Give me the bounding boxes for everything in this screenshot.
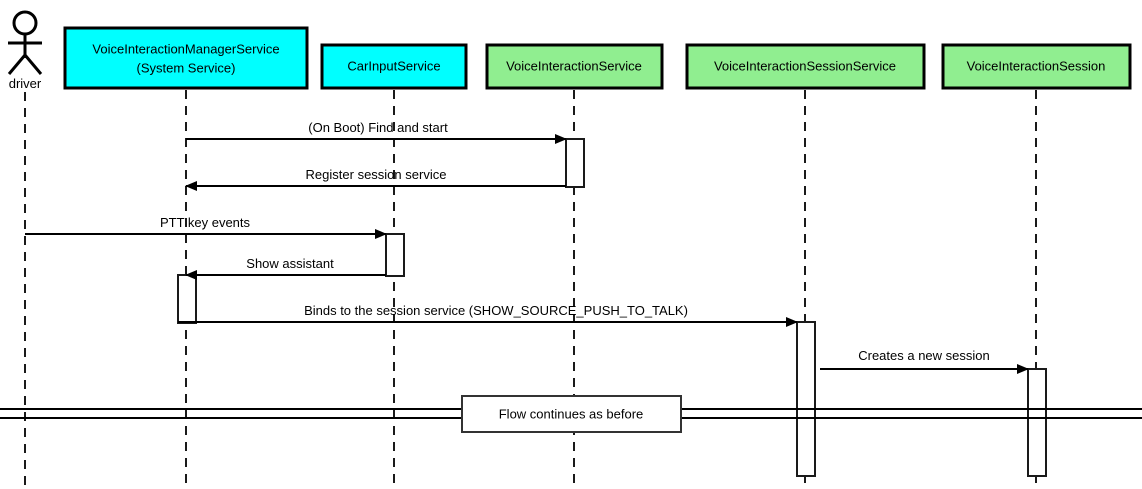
message-label-on-boot-find-and-start: (On Boot) Find and start — [308, 120, 448, 135]
message-ptt-key-events[interactable]: PTT key events — [25, 215, 387, 239]
participant-box-vis[interactable] — [485, 43, 664, 90]
participant-label-viss: VoiceInteractionSessionService — [714, 58, 896, 73]
message-label-creates-a-new-session: Creates a new session — [858, 348, 990, 363]
message-label-ptt-key-events: PTT key events — [160, 215, 251, 230]
participant-label-vims-line1: VoiceInteractionManagerService — [92, 41, 279, 56]
activation-bar-vims — [177, 274, 197, 324]
participant-box-viss[interactable] — [685, 43, 926, 90]
participant-label-visn: VoiceInteractionSession — [967, 58, 1106, 73]
participant-cis[interactable]: CarInputService — [320, 43, 468, 90]
message-show-assistant[interactable]: Show assistant — [185, 256, 386, 280]
participant-label-vims-line2: (System Service) — [137, 60, 236, 75]
participant-box-visn[interactable] — [941, 43, 1132, 90]
activation-bar-cis — [385, 233, 405, 277]
actor-leg-left-icon — [7, 54, 27, 75]
flow-break-label: Flow continues as before — [499, 406, 644, 421]
message-register-session-service[interactable]: Register session service — [185, 167, 566, 191]
participant-box-cis[interactable] — [320, 43, 468, 90]
flow-break: Flow continues as before — [0, 395, 1142, 433]
actor-driver[interactable]: driver — [7, 10, 43, 91]
message-label-show-assistant: Show assistant — [246, 256, 334, 271]
actor-label-driver: driver — [9, 76, 42, 91]
message-creates-a-new-session[interactable]: Creates a new session — [820, 348, 1029, 374]
activation-bar-visn — [1027, 368, 1047, 477]
activation-bars-group — [177, 138, 1047, 477]
actor-head-icon — [12, 10, 38, 36]
participant-box-vims[interactable] — [63, 26, 309, 90]
message-label-register-session-service: Register session service — [306, 167, 447, 182]
activation-bar-vis — [565, 138, 585, 188]
participant-visn[interactable]: VoiceInteractionSession — [941, 43, 1132, 90]
participant-label-cis: CarInputService — [347, 58, 440, 73]
participant-viss[interactable]: VoiceInteractionSessionService — [685, 43, 926, 90]
actor-leg-right-icon — [23, 54, 43, 75]
participant-label-vis: VoiceInteractionService — [506, 58, 642, 73]
participant-vis[interactable]: VoiceInteractionService — [485, 43, 664, 90]
message-binds-to-session-service[interactable]: Binds to the session service (SHOW_SOURC… — [178, 303, 798, 327]
message-on-boot-find-and-start[interactable]: (On Boot) Find and start — [186, 120, 567, 144]
activation-bar-viss — [796, 321, 816, 477]
message-label-binds-to-session-service: Binds to the session service (SHOW_SOURC… — [304, 303, 688, 318]
flow-break-box — [461, 395, 682, 433]
participant-vims[interactable]: VoiceInteractionManagerService (System S… — [63, 26, 309, 90]
